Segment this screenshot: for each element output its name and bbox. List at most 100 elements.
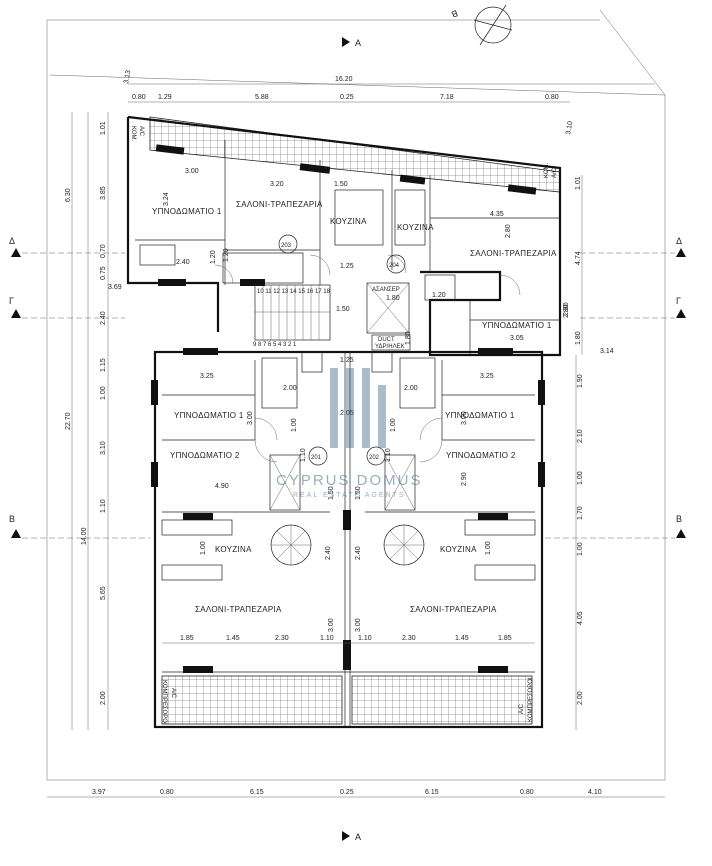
label-lower-right-living: ΣΑΛΟΝΙ-ΤΡΑΠΕΖΑΡΙΑ: [410, 605, 497, 614]
label-lower-left-bed2: ΥΠΝΟΔΩΜΑΤΙΟ 2: [170, 451, 240, 460]
svg-text:3.69: 3.69: [108, 284, 122, 291]
unit-202: 202: [369, 455, 380, 461]
svg-text:1.00: 1.00: [291, 418, 298, 432]
svg-text:3.00: 3.00: [185, 168, 199, 175]
dimension-lower-inner: 3.25 3.25 3.00 3.00 2.05 1.00 1.00 1.10 …: [200, 373, 494, 632]
north-label: B: [450, 8, 459, 19]
svg-text:1.85: 1.85: [498, 635, 512, 642]
svg-text:1.00: 1.00: [100, 386, 107, 400]
svg-text:0.80: 0.80: [545, 94, 559, 101]
svg-text:2.05: 2.05: [340, 410, 354, 417]
dimension-right: 1.01 4.74 2.80 1.80 1.90 2.10 1.00 1.70 …: [563, 175, 584, 730]
svg-text:3.10: 3.10: [100, 441, 107, 455]
svg-text:1.90: 1.90: [577, 374, 584, 388]
svg-text:2.80: 2.80: [563, 302, 570, 316]
svg-text:2.40: 2.40: [325, 546, 332, 560]
svg-text:3.00: 3.00: [247, 411, 254, 425]
svg-text:2.30: 2.30: [275, 635, 289, 642]
svg-text:1.10: 1.10: [358, 635, 372, 642]
svg-text:1.10: 1.10: [385, 448, 392, 462]
svg-text:3.25: 3.25: [480, 373, 494, 380]
dimension-upper-inner: 3.00 3.24 3.20 1.50 4.35 2.80 2.40 1.20 …: [163, 168, 570, 364]
svg-text:0.80: 0.80: [520, 789, 534, 796]
svg-text:1.20: 1.20: [210, 250, 217, 264]
label-upper-living: ΣΑΛΟΝΙ-ΤΡΑΠΕΖΑΡΙΑ: [236, 200, 323, 209]
svg-text:1.85: 1.85: [180, 635, 194, 642]
svg-text:1.01: 1.01: [575, 176, 582, 190]
svg-text:1.20: 1.20: [432, 292, 446, 299]
svg-text:B: B: [9, 514, 15, 524]
label-lower-right-kitchen: ΚΟΥΖΙΝΑ: [440, 545, 477, 554]
watermark-logo: CYPRUS DOMUS REAL ESTATE AGENTS: [276, 368, 423, 499]
label-lower-right-bed2: ΥΠΝΟΔΩΜΑΤΙΟ 2: [446, 451, 516, 460]
label-lower-right-bed1: ΥΠΝΟΔΩΜΑΤΙΟ 1: [445, 411, 515, 420]
svg-text:2.30: 2.30: [402, 635, 416, 642]
svg-text:1.50: 1.50: [328, 486, 335, 500]
svg-text:3.85: 3.85: [100, 186, 107, 200]
svg-text:1.00: 1.00: [577, 542, 584, 556]
svg-text:3.13: 3.13: [123, 70, 132, 85]
section-a-top: A: [342, 37, 361, 48]
north-arrow-icon: B: [450, 4, 513, 46]
label-lower-left-kitchen: ΚΟΥΖΙΝΑ: [215, 545, 252, 554]
svg-text:3.25: 3.25: [200, 373, 214, 380]
svg-text:3.00: 3.00: [328, 618, 335, 632]
unit-204: 204: [389, 263, 400, 269]
svg-text:6.15: 6.15: [250, 789, 264, 796]
upper-stair: 10 11 12 13 14 15 16 17 18 9 8 7 6 5 4 3…: [253, 284, 331, 348]
svg-text:1.70: 1.70: [577, 506, 584, 520]
svg-text:1.80: 1.80: [405, 331, 412, 345]
svg-text:0.80: 0.80: [160, 789, 174, 796]
label-elevator: ΑΣΑΝΣΕΡ: [372, 287, 400, 293]
label-duct-sub: ΥΔΡ/ΗΛΕΚ: [375, 344, 405, 350]
svg-text:22.70: 22.70: [65, 412, 72, 430]
label-upper-kitchen-right: ΚΟΥΖΙΝΑ: [397, 223, 434, 232]
unit-203: 203: [281, 243, 292, 249]
svg-text:3.05: 3.05: [510, 335, 524, 342]
label-upper-right-living: ΣΑΛΟΝΙ-ΤΡΑΠΕΖΑΡΙΑ: [470, 249, 557, 258]
svg-text:0.25: 0.25: [340, 94, 354, 101]
upper-wing: 10 11 12 13 14 15 16 17 18 9 8 7 6 5 4 3…: [126, 115, 562, 357]
svg-text:3.20: 3.20: [270, 181, 284, 188]
svg-text:0.75: 0.75: [100, 266, 107, 280]
svg-text:Δ: Δ: [9, 236, 15, 246]
svg-text:3.10: 3.10: [565, 121, 574, 136]
svg-text:2.80: 2.80: [563, 304, 570, 318]
svg-text:1.50: 1.50: [336, 306, 350, 313]
label-upper-left-bedroom: ΥΠΝΟΔΩΜΑΤΙΟ 1: [152, 207, 222, 216]
svg-text:1.00: 1.00: [577, 471, 584, 485]
svg-text:1.10: 1.10: [300, 448, 307, 462]
watermark-name: CYPRUS DOMUS: [276, 472, 423, 489]
section-b-right: B: [545, 514, 686, 539]
svg-text:14.00: 14.00: [81, 527, 88, 545]
section-g-right: Γ: [580, 296, 686, 319]
svg-text:Γ: Γ: [9, 296, 14, 306]
dimension-bottom: 3.97 0.80 6.15 0.25 6.15 0.80 4.10: [47, 789, 665, 798]
lower-wing: ΥΠΝΟΔΩΜΑΤΙΟ 1 ΥΠΝΟΔΩΜΑΤΙΟ 2 ΚΟΥΖΙΝΑ ΣΑΛΟ…: [151, 348, 545, 729]
label-lower-left-living: ΣΑΛΟΝΙ-ΤΡΑΠΕΖΑΡΙΑ: [195, 605, 282, 614]
section-g-left: Γ: [9, 296, 125, 319]
site-boundary: [46, 9, 666, 781]
dimension-left: 6.30 22.70 14.00 1.01 3.85 0.70 0.75 2.4…: [65, 112, 109, 730]
svg-text:0.25: 0.25: [340, 789, 354, 796]
svg-text:5.65: 5.65: [100, 586, 107, 600]
svg-text:4.35: 4.35: [490, 211, 504, 218]
dimension-lower-row: 1.85 1.45 2.30 1.10 1.10 2.30 1.45 1.85: [162, 635, 535, 644]
svg-text:16.20: 16.20: [335, 76, 353, 83]
svg-text:2.40: 2.40: [355, 546, 362, 560]
svg-text:4.10: 4.10: [588, 789, 602, 796]
svg-text:2.40: 2.40: [176, 259, 190, 266]
label-ac-lower-left: A/C: [170, 688, 176, 699]
svg-text:2.10: 2.10: [577, 429, 584, 443]
svg-text:2.90: 2.90: [461, 472, 468, 486]
svg-text:2.00: 2.00: [577, 691, 584, 705]
section-b-left: B: [9, 514, 150, 539]
left-spiral-stair-icon: [270, 524, 312, 566]
section-d-left: Δ: [9, 236, 125, 257]
svg-text:1.25: 1.25: [340, 263, 354, 270]
svg-text:1.25: 1.25: [340, 357, 354, 364]
svg-text:B: B: [676, 514, 682, 524]
svg-text:2.00: 2.00: [100, 691, 107, 705]
label-ac-right: A/C: [552, 167, 558, 178]
